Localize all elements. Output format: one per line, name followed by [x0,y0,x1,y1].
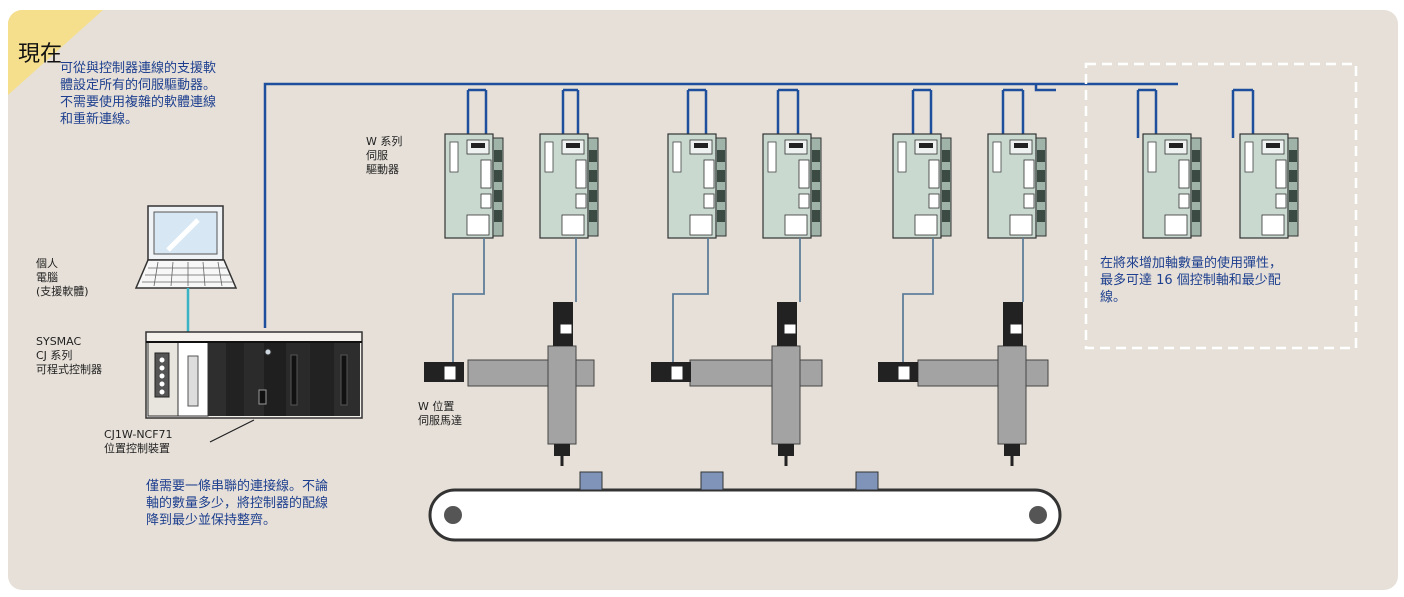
motion-stages [424,302,1049,466]
servo-drive [892,133,952,239]
pc-icon [134,205,238,289]
ncf-pointer-line [209,419,255,443]
diagram-title: 現在 [18,42,63,67]
servo-drives [444,133,1299,239]
note-expansion: 在將來增加軸數量的使用彈性， 最多可達 16 個控制軸和最少配 線。 [1100,256,1283,305]
motor-cables [452,238,1024,362]
plc-controller [145,331,363,419]
label-pc: 個人 電腦 (支援軟體) [36,257,89,298]
note-wiring: 僅需要一條串聯的連接線。不論 軸的數量多少，將控制器的配線 降到最少並保持整齊。 [146,479,329,528]
label-plc: SYSMAC CJ 系列 可程式控制器 [36,335,102,376]
servo-drive [987,133,1047,239]
label-ncf: CJ1W-NCF71 位置控制裝置 [104,428,173,455]
servo-drive [444,133,504,239]
future-network-cable [1136,88,1255,138]
stage-3 [878,302,1049,466]
servo-drive [667,133,727,239]
servo-drive [1239,133,1299,239]
stage-1 [424,302,595,466]
diagram-panel: 現在 可從與控制器連線的支援軟 體設定所有的伺服驅動器。 不需要使用複雜的軟體連… [8,10,1398,590]
stage-2 [651,302,823,466]
title-corner-tab [8,10,103,95]
label-motor: W 位置 伺服馬達 [418,400,462,427]
note-software: 可從與控制器連線的支援軟 體設定所有的伺服驅動器。 不需要使用複雜的軟體連線 和… [60,61,217,127]
conveyor-belt [428,471,1062,542]
workpiece-box [855,471,879,491]
label-drive: W 系列 伺服 驅動器 [366,135,403,176]
workpiece-box [579,471,603,491]
servo-drive [762,133,822,239]
servo-drive [539,133,599,239]
network-cable [263,82,1178,328]
system-diagram [134,62,1358,542]
future-expansion-box [1084,62,1358,350]
servo-drive [1142,133,1202,239]
workpiece-box [700,471,724,491]
